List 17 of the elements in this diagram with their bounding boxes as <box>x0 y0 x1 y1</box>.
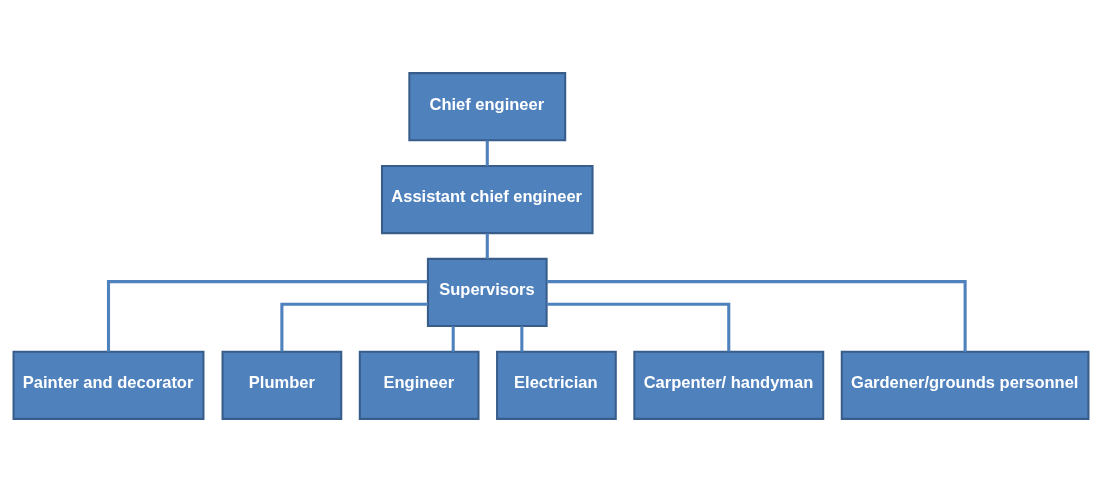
node-box: Painter and decorator <box>12 350 205 420</box>
connector <box>485 139 489 166</box>
node-box: Chief engineer <box>408 71 567 141</box>
connector <box>106 279 428 352</box>
connector <box>485 232 489 259</box>
node-box: Gardener/grounds personnel <box>840 350 1090 420</box>
node-box: Supervisors <box>426 257 548 327</box>
connector <box>451 325 455 352</box>
connector <box>520 325 524 352</box>
connector <box>546 279 967 352</box>
node-box: Electrician <box>496 350 617 420</box>
node-box: Carpenter/ handyman <box>633 350 825 420</box>
node-box: Plumber <box>221 350 343 420</box>
node-box: Engineer <box>358 350 480 420</box>
connector <box>546 302 731 351</box>
node-box: Assistant chief engineer <box>380 164 594 234</box>
connector <box>280 302 428 351</box>
